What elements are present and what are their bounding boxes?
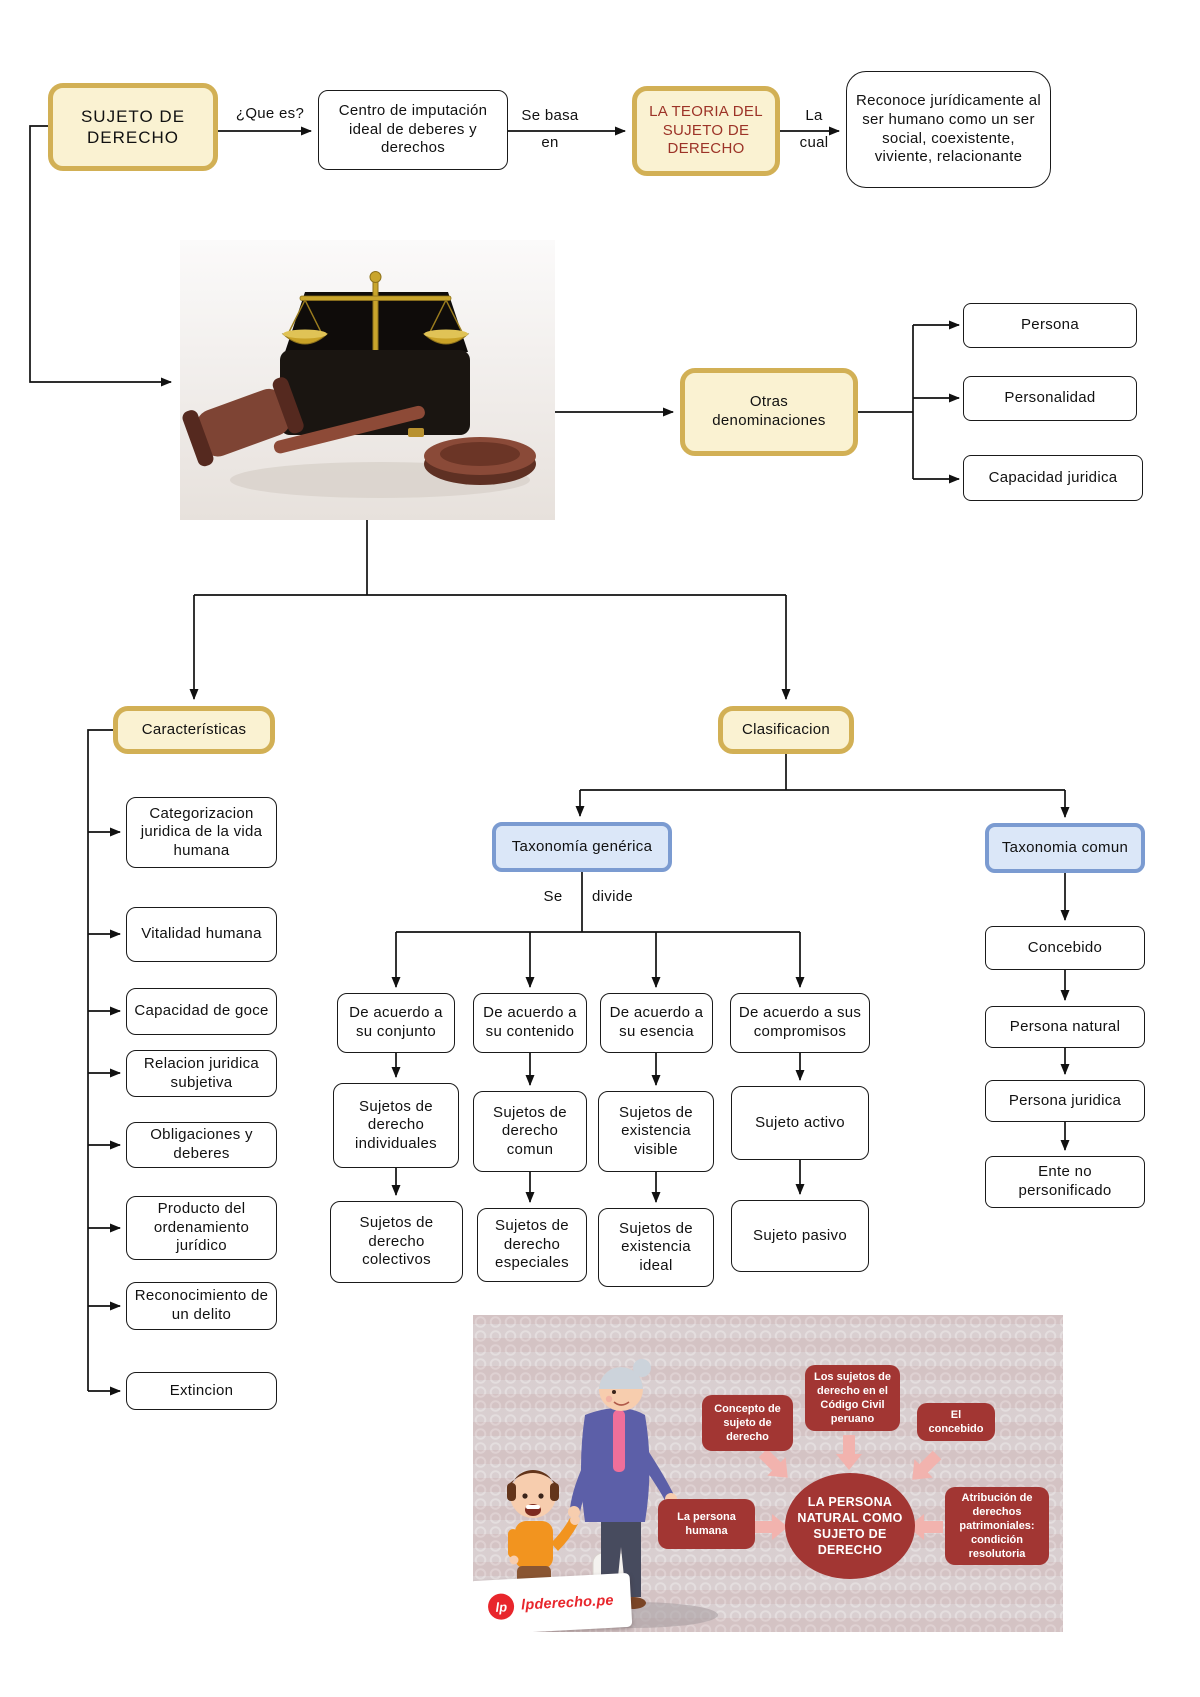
- otras-denominaciones-box: Otras denominaciones: [680, 368, 858, 456]
- la-cual-label: La: [805, 107, 823, 124]
- bubble-persona-humana: La persona humana: [658, 1499, 755, 1549]
- reconoce-box: Reconoce jurídicamente al ser humano com…: [846, 71, 1051, 188]
- subject-box: SUJETO DE DERECHO: [48, 83, 218, 171]
- capacidad-juridica-box: Capacidad juridica: [963, 455, 1143, 501]
- taxonomia-generica-box: Taxonomía genérica: [492, 822, 672, 872]
- que-es-label: ¿Que es?: [235, 105, 305, 122]
- nivel1-compromisos-box: De acuerdo a sus compromisos: [730, 993, 870, 1053]
- nivel3-especiales-box: Sujetos de derecho especiales: [477, 1208, 587, 1282]
- char-item-producto: Producto del ordenamiento jurídico: [126, 1196, 277, 1260]
- nivel3-colectivos-box: Sujetos de derecho colectivos: [330, 1201, 463, 1283]
- char-item-reconocimiento: Reconocimiento de un delito: [126, 1282, 277, 1330]
- se-divide-label-2: divide: [592, 888, 633, 905]
- nivel2-visible-box: Sujetos de existencia visible: [598, 1091, 714, 1172]
- bubble-el-concebido: El concebido: [917, 1403, 995, 1441]
- pink-arrow-icons: [753, 1435, 943, 1540]
- nivel2-sujeto-activo-box: Sujeto activo: [731, 1086, 869, 1160]
- lpderecho-logo: lp lpderecho.pe: [473, 1572, 633, 1632]
- centro-imputacion-box: Centro de imputación ideal de deberes y …: [318, 90, 508, 170]
- persona-box: Persona: [963, 303, 1137, 348]
- bubble-atribucion: Atribución de derechos patrimoniales: co…: [945, 1487, 1049, 1565]
- caracteristicas-box: Características: [113, 706, 275, 754]
- ente-no-personificado-box: Ente no personificado: [985, 1156, 1145, 1208]
- lpderecho-logo-text: lpderecho.pe: [520, 1592, 615, 1614]
- nivel2-comun-box: Sujetos de derecho comun: [473, 1091, 587, 1172]
- infographic-image: Concepto de sujeto de derecho Los sujeto…: [473, 1315, 1063, 1632]
- clasificacion-box: Clasificacion: [718, 706, 854, 754]
- char-item-obligaciones: Obligaciones y deberes: [126, 1122, 277, 1168]
- bubble-codigo-civil: Los sujetos de derecho en el Código Civi…: [805, 1365, 900, 1431]
- personalidad-box: Personalidad: [963, 376, 1137, 421]
- justice-scales-gavel-image: [180, 240, 555, 520]
- nivel2-individuales-box: Sujetos de derecho individuales: [333, 1083, 459, 1168]
- la-cual-label-2: cual: [799, 134, 829, 151]
- concebido-box: Concebido: [985, 926, 1145, 970]
- bubble-concepto: Concepto de sujeto de derecho: [702, 1395, 793, 1451]
- persona-natural-box: Persona natural: [985, 1006, 1145, 1048]
- char-item-vitalidad: Vitalidad humana: [126, 907, 277, 962]
- lp-logo-icon: lp: [487, 1592, 515, 1621]
- se-basa-label-2: en: [541, 134, 559, 151]
- taxonomia-comun-box: Taxonomia comun: [985, 823, 1145, 873]
- nivel3-ideal-box: Sujetos de existencia ideal: [598, 1208, 714, 1287]
- se-divide-label: Se: [543, 888, 563, 905]
- persona-juridica-box: Persona juridica: [985, 1080, 1145, 1122]
- teoria-box: LA TEORIA DEL SUJETO DE DERECHO: [632, 86, 780, 176]
- char-item-relacion: Relacion juridica subjetiva: [126, 1050, 277, 1097]
- nivel1-contenido-box: De acuerdo a su contenido: [473, 993, 587, 1053]
- center-ellipse: LA PERSONA NATURAL COMO SUJETO DE DERECH…: [785, 1473, 915, 1579]
- nivel1-conjunto-box: De acuerdo a su conjunto: [337, 993, 455, 1053]
- char-item-extincion: Extincion: [126, 1372, 277, 1410]
- nivel1-esencia-box: De acuerdo a su esencia: [600, 993, 713, 1053]
- nivel3-sujeto-pasivo-box: Sujeto pasivo: [731, 1200, 869, 1272]
- se-basa-label: Se basa: [521, 107, 579, 124]
- char-item-categorizacion: Categorizacion juridica de la vida human…: [126, 797, 277, 868]
- char-item-capacidad-goce: Capacidad de goce: [126, 988, 277, 1035]
